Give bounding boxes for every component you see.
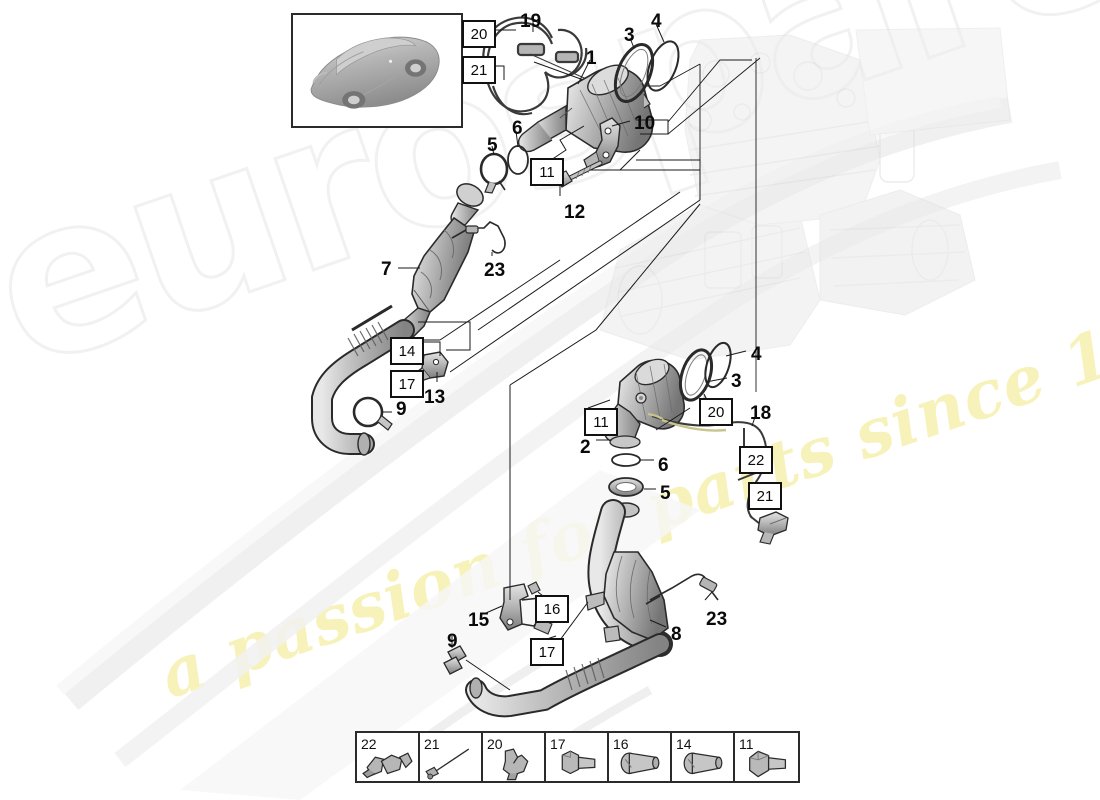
part-6-seal-ring-upper [507,145,529,175]
legend-item-21[interactable]: 21 [420,733,483,781]
ghost-transmission-assembly [599,27,1011,361]
parts-legend: 22 21 20 17 16 14 11 [355,731,800,783]
part-5-clamp-lower [608,477,644,497]
leader-lines-left [382,191,701,413]
oxygen-sensor-icon [420,743,481,783]
sensor-clip-icon [483,743,544,783]
callout-10: 10 [634,113,656,134]
callout-23: 23 [706,609,728,630]
callout-21-boxed: 21 [748,482,782,510]
callout-15: 15 [468,610,490,631]
oxygen-sensor-cables [482,16,601,116]
part-4-gasket-ring [646,40,680,92]
legend-item-20[interactable]: 20 [483,733,546,781]
legend-item-number: 20 [487,736,503,752]
callout-13: 13 [424,387,446,408]
legend-item-number: 21 [424,736,440,752]
legend-item-14[interactable]: 14 [672,733,735,781]
part-9-clamp-lower [443,645,467,675]
callout-19: 19 [520,11,542,32]
callout-11-boxed: 11 [584,408,618,436]
callout-20-boxed: 20 [699,398,733,426]
part-12-bolt [555,160,603,188]
callout-11-boxed: 11 [530,158,564,186]
callout-6: 6 [658,455,669,476]
callout-4: 4 [651,11,662,32]
part-3-clamp-ring [613,43,655,109]
callout-9: 9 [447,631,458,652]
part-8-catalytic-converter-downpipe [465,499,673,718]
callout-7: 7 [381,259,392,280]
part-23-oxygen-sensor-lower [645,573,719,605]
vehicle-silhouette-icon [310,36,440,109]
callout-6: 6 [512,118,523,139]
part-2-catalytic-converter [603,358,685,449]
legend-item-number: 11 [739,736,754,752]
hex-flange-bolt-icon [735,743,798,783]
legend-item-number: 16 [613,736,629,752]
pan-head-bolt-icon [609,743,670,783]
callout-1: 1 [586,48,597,69]
callout-12: 12 [564,202,586,223]
callout-14-boxed: 14 [390,337,424,365]
part-4-gasket-ring-lower [704,341,732,389]
part-1-catalytic-converter [518,64,654,153]
callout-5: 5 [660,483,671,504]
callout-23: 23 [484,260,506,281]
part-15-bracket-assembly [499,581,553,635]
part-7-flex-pipe [311,304,415,456]
callout-8: 8 [671,624,682,645]
assembly-reference-lines [610,57,761,392]
callout-18: 18 [750,403,772,424]
clip-bracket-icon [357,743,418,783]
legend-item-number: 17 [550,736,566,752]
legend-item-16[interactable]: 16 [609,733,672,781]
callout-3: 3 [731,371,742,392]
callout-20-boxed: 20 [462,20,496,48]
callout-3: 3 [624,25,635,46]
callout-17-boxed: 17 [530,638,564,666]
callout-22-boxed: 22 [739,446,773,474]
callout-21-boxed: 21 [462,56,496,84]
part-22-sensor-connector [757,511,789,545]
part-9-clamp-left [352,396,393,431]
callout-4: 4 [751,344,762,365]
callout-16-boxed: 16 [535,595,569,623]
callout-2: 2 [580,437,591,458]
legend-item-17[interactable]: 17 [546,733,609,781]
callout-17-boxed: 17 [390,370,424,398]
part-6-seal-ring-lower [611,453,641,467]
callout-5: 5 [487,135,498,156]
legend-item-22[interactable]: 22 [357,733,420,781]
part-5-clamp-upper [479,152,509,194]
legend-item-number: 22 [361,736,377,752]
part-23-oxygen-sensor-left [451,221,506,254]
hex-bolt-icon [546,743,607,783]
legend-item-11[interactable]: 11 [735,733,798,781]
pan-head-bolt-icon [672,743,733,783]
vehicle-thumbnail-box [291,13,463,128]
legend-item-number: 14 [676,736,692,752]
callout-9: 9 [396,399,407,420]
